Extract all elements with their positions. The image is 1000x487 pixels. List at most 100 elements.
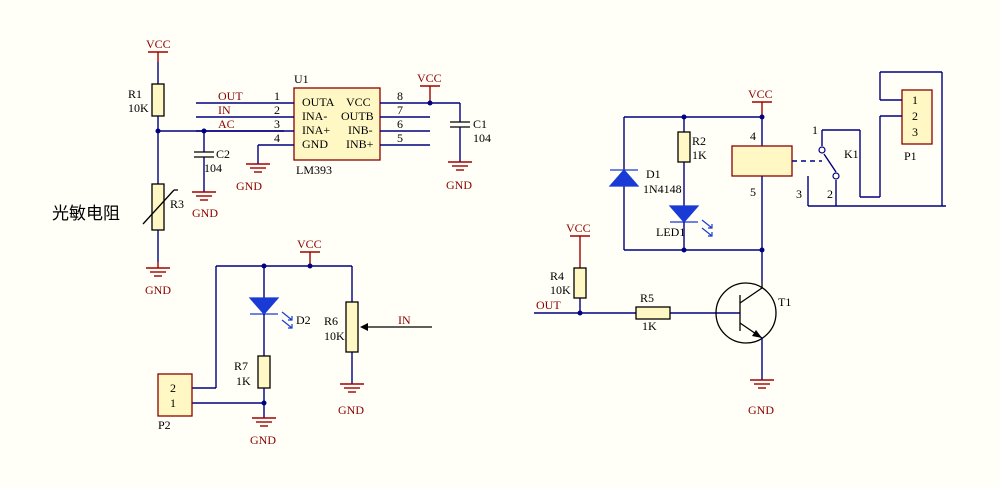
k1-coil-pin: 4 (750, 129, 756, 143)
vcc-label: VCC (417, 71, 442, 85)
r2-value: 1K (692, 148, 707, 162)
gnd-symbol-r7: GND (250, 417, 276, 447)
u1-pin-name: INA- (302, 109, 327, 123)
resistor-r5 (635, 306, 671, 320)
gnd-label: GND (446, 178, 472, 192)
u1-pin-num: 5 (397, 131, 403, 145)
gnd-label: GND (145, 283, 171, 297)
r7-ref: R7 (234, 359, 248, 373)
k1-contact-pin: 1 (812, 123, 818, 137)
u1-pin-name: INB+ (346, 137, 374, 151)
net-ac-label: AC (218, 117, 235, 131)
relay-k1-coil (731, 145, 793, 177)
r3-description: 光敏电阻 (52, 204, 120, 224)
r6-ref: R6 (324, 314, 338, 328)
p2-pin: 1 (170, 396, 176, 410)
p2-pin: 2 (170, 381, 176, 395)
net-in-label: IN (398, 313, 411, 327)
u1-pin-num: 3 (274, 117, 280, 131)
r6-value: 10K (324, 329, 345, 343)
r5-ref: R5 (640, 291, 654, 305)
vcc-label: VCC (146, 37, 171, 51)
led1-ref: LED1 (656, 225, 685, 239)
gnd-label: GND (250, 433, 276, 447)
gnd-symbol-c1: GND (446, 161, 472, 192)
r7-value: 1K (236, 374, 251, 388)
gnd-symbol-c2: GND (192, 191, 218, 220)
u1-pin-num: 2 (274, 103, 280, 117)
diode-d1-triangle (608, 169, 640, 187)
k1-contact-pin: 3 (796, 187, 802, 201)
d2-ref: D2 (296, 313, 311, 327)
resistor-r2 (677, 131, 691, 163)
c2-value: 104 (204, 161, 222, 175)
vcc-label: VCC (748, 87, 773, 101)
r3-ref: R3 (170, 197, 184, 211)
u1-pin-num: 1 (274, 89, 280, 103)
ic-u1-body (293, 87, 381, 161)
r4-ref: R4 (550, 269, 564, 283)
light-ray-icon (281, 311, 293, 321)
r5-value: 1K (642, 319, 657, 333)
d1-part: 1N4148 (643, 182, 682, 196)
net-in-label: IN (218, 103, 231, 117)
resistor-r4 (573, 267, 587, 299)
net-out-label: OUT (536, 298, 561, 312)
gnd-symbol-t1: GND (748, 379, 774, 417)
connector-p2 (157, 373, 193, 417)
potentiometer-r6 (345, 301, 359, 353)
d1-ref: D1 (646, 167, 661, 181)
u1-pin-num: 6 (397, 117, 403, 131)
led1-triangle (668, 205, 700, 223)
u1-pin-name: OUTA (302, 95, 335, 109)
vcc-label: VCC (566, 221, 591, 235)
r4-value: 10K (550, 283, 571, 297)
k1-coil-pin: 5 (750, 185, 756, 199)
led-d2-triangle (248, 297, 280, 315)
junction-dot (307, 263, 313, 269)
k1-ref: K1 (844, 147, 859, 161)
r1-value: 10K (128, 101, 149, 115)
u1-pin-num: 4 (274, 131, 280, 145)
u1-pin-name: INB- (348, 123, 373, 137)
u1-pin-name: GND (302, 137, 328, 151)
t1-ref: T1 (778, 295, 791, 309)
gnd-label: GND (236, 179, 262, 193)
u1-part: LM393 (296, 163, 332, 177)
c1-ref: C1 (473, 117, 487, 131)
c1-value: 104 (473, 131, 491, 145)
u1-pin-num: 8 (397, 89, 403, 103)
p1-pin: 2 (912, 109, 918, 123)
k1-contact-pin: 2 (827, 187, 833, 201)
resistor-r1 (151, 83, 165, 117)
u1-pin-name: INA+ (302, 123, 330, 137)
light-ray-icon (281, 319, 293, 329)
vcc-symbol-r6: VCC (297, 237, 322, 266)
u1-pin-num: 7 (397, 103, 403, 117)
transistor-t1 (715, 282, 777, 344)
u1-pin-name: VCC (346, 95, 371, 109)
gnd-symbol-r3: GND (145, 262, 171, 297)
connector-p1 (901, 89, 933, 145)
u1-ref: U1 (294, 72, 309, 86)
gnd-symbol-u1: GND (236, 163, 270, 193)
r2-ref: R2 (692, 134, 706, 148)
vcc-label: VCC (297, 237, 322, 251)
light-ray-icon (701, 227, 713, 237)
vcc-symbol-u1: VCC (417, 71, 442, 103)
gnd-label: GND (748, 403, 774, 417)
light-ray-icon (701, 219, 713, 229)
vcc-symbol-r4: VCC (566, 221, 591, 268)
resistor-r7 (257, 355, 271, 389)
gnd-symbol-r6: GND (338, 383, 364, 417)
vcc-symbol-r1: VCC (146, 37, 171, 62)
c2-ref: C2 (216, 147, 230, 161)
p1-ref: P1 (904, 149, 917, 163)
net-out-label: OUT (218, 89, 243, 103)
gnd-label: GND (192, 206, 218, 220)
gnd-label: GND (338, 403, 364, 417)
vcc-symbol-relay: VCC (748, 87, 773, 117)
p1-pin: 3 (912, 125, 918, 139)
p1-pin: 1 (912, 93, 918, 107)
